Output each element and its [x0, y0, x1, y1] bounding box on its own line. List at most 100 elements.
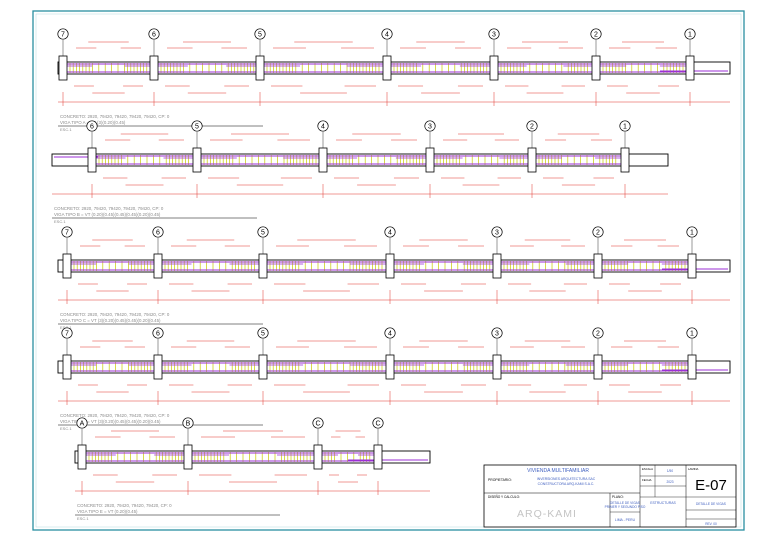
column-support: [313, 444, 323, 470]
axis-bubble: [590, 28, 602, 40]
column-support: [192, 147, 202, 173]
axis-label: 4: [388, 230, 392, 237]
axis-bubble: [191, 120, 203, 132]
axis-bubble: [686, 327, 698, 339]
column-support: [153, 253, 163, 279]
beam-note-2: VIGA TIPO D = VT (3)(0.20)(0.45)(0.45)(0…: [60, 419, 161, 424]
column-support: [373, 444, 383, 470]
tb-drawing-label: PLANO:: [612, 495, 624, 499]
axis-bubble: [526, 120, 538, 132]
column-support: [685, 55, 695, 81]
tb-owner-label: PROPIETARIO:: [488, 478, 512, 482]
axis-label: 7: [65, 230, 69, 237]
axis-label: C: [315, 421, 320, 428]
beam-note-1: CONCRETO: 2920, 79420, 79420, 79420, CP:…: [77, 503, 172, 508]
column-support: [87, 147, 97, 173]
column-support: [527, 147, 537, 173]
axis-bubble: [684, 28, 696, 40]
axis-label: 1: [690, 331, 694, 338]
axis-bubble: [686, 226, 698, 238]
tb-drawing-line-2: PRIMER Y SEGUNDO PISO: [605, 505, 646, 509]
axis-bubble: [592, 226, 604, 238]
axis-bubble: [254, 28, 266, 40]
axis-bubble: [488, 28, 500, 40]
axis-label: 6: [152, 32, 156, 39]
beam-note-1: CONCRETO: 2920, 79420, 79420, 79420, 794…: [60, 312, 170, 317]
tb-scale-label: ESCALA: [642, 467, 653, 471]
axis-bubble: [384, 226, 396, 238]
column-support: [183, 444, 193, 470]
axis-label: 6: [90, 124, 94, 131]
beam-note-3: ESC.1: [60, 426, 72, 431]
tb-company: ARQ-KAMI: [517, 508, 577, 520]
axis-bubble: [86, 120, 98, 132]
axis-bubble: [152, 226, 164, 238]
axis-bubble: [619, 120, 631, 132]
beam-note-3: ESC.1: [60, 325, 72, 330]
axis-label: 4: [321, 124, 325, 131]
axis-bubble: [61, 226, 73, 238]
axis-label: 3: [492, 32, 496, 39]
axis-label: 3: [495, 331, 499, 338]
axis-label: B: [186, 421, 191, 428]
tb-scale-value: 1/50: [667, 469, 673, 473]
axis-label: 1: [688, 32, 692, 39]
beam-note-1: CONCRETO: 2920, 79420, 79420, 79420, 794…: [60, 413, 170, 418]
column-support: [425, 147, 435, 173]
tb-sheet-note: DETALLE DE VIGAS: [696, 502, 726, 506]
tb-date-label: FECHA: [642, 478, 652, 482]
axis-label: 6: [156, 230, 160, 237]
beam-note-2: VIGA TIPO C = VT (3)(0.20)(0.45)(0.45)(0…: [60, 318, 161, 323]
axis-label: 3: [495, 230, 499, 237]
beam-note-2: VIGA TIPO B = VT (0.20)(0.45)(0.45)(0.45…: [54, 212, 161, 217]
axis-label: 5: [261, 230, 265, 237]
axis-bubble: [257, 226, 269, 238]
column-support: [489, 55, 499, 81]
sheet-frame: [32, 10, 745, 531]
tb-designer-label: DISEÑO Y CALCULO:: [488, 494, 520, 499]
tb-specialty: ESTRUCTURAS: [650, 501, 676, 505]
column-support: [77, 444, 87, 470]
column-support: [255, 55, 265, 81]
axis-label: 4: [388, 331, 392, 338]
tb-owner-line-1: INVERSIONES ARQUITECTURA SAC: [537, 477, 596, 481]
column-support: [318, 147, 328, 173]
tb-date-value: 2023: [666, 480, 673, 484]
beam-note-1: CONCRETO: 2920, 79420, 79420, 79420, 794…: [54, 206, 164, 211]
column-support: [258, 354, 268, 380]
column-support: [593, 253, 603, 279]
column-support: [385, 253, 395, 279]
axis-bubble: [381, 28, 393, 40]
axis-label: 2: [596, 230, 600, 237]
axis-bubble: [257, 327, 269, 339]
axis-bubble: [491, 226, 503, 238]
axis-bubble: [372, 417, 384, 429]
axis-label: 1: [623, 124, 627, 131]
axis-label: 5: [195, 124, 199, 131]
axis-bubble: [57, 28, 69, 40]
column-support: [593, 354, 603, 380]
column-support: [382, 55, 392, 81]
axis-bubble: [312, 417, 324, 429]
axis-label: 1: [690, 230, 694, 237]
beam-note-1: CONCRETO: 2920, 79420, 79420, 79420, 794…: [60, 114, 170, 119]
column-support: [687, 253, 697, 279]
axis-label: 2: [594, 32, 598, 39]
axis-label: 2: [530, 124, 534, 131]
axis-label: 5: [261, 331, 265, 338]
column-support: [258, 253, 268, 279]
axis-label: C: [375, 421, 380, 428]
axis-label: 4: [385, 32, 389, 39]
tb-sheet-number: E-07: [695, 477, 727, 494]
axis-bubble: [384, 327, 396, 339]
axis-bubble: [182, 417, 194, 429]
axis-label: 6: [156, 331, 160, 338]
tb-owner-line-2: CONSTRUCTORA ARQ-KAMI S.A.C.: [538, 482, 595, 486]
axis-label: 7: [65, 331, 69, 338]
